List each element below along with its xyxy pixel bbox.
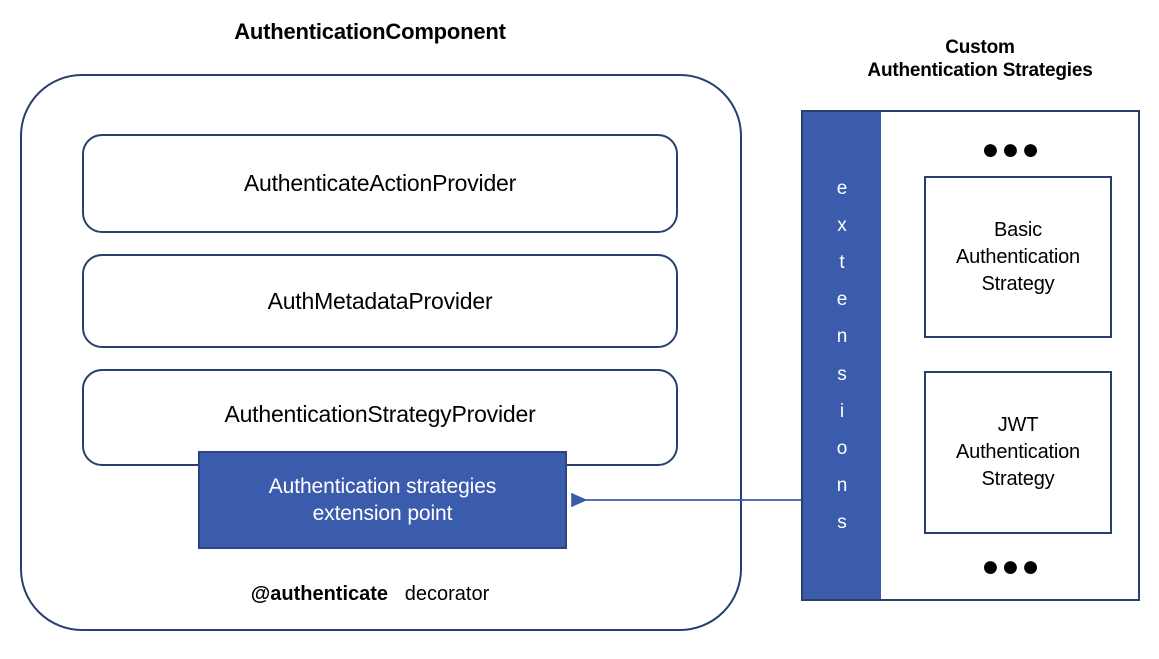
strategy-box-basic-authentication: Basic Authentication Strategy	[924, 176, 1112, 338]
authentication-component-container	[20, 74, 742, 631]
ellipsis-top-icon: ●●●	[981, 133, 1042, 166]
extensions-bar: e x t e n s i o n s	[803, 112, 881, 599]
provider-box-authenticate-action: AuthenticateActionProvider	[82, 134, 678, 233]
custom-strategies-panel: e x t e n s i o n s ●●● Basic Authentica…	[801, 110, 1140, 601]
custom-authentication-strategies-title: Custom Authentication Strategies	[867, 37, 1093, 82]
ellipsis-bottom-icon: ●●●	[981, 550, 1042, 583]
strategy-label-basic-authentication: Basic Authentication Strategy	[956, 218, 1080, 295]
decorator-suffix: decorator	[404, 583, 490, 605]
provider-label-authentication-strategy: AuthenticationStrategyProvider	[224, 401, 536, 427]
authenticate-decorator-caption: @authenticate decorator	[120, 583, 620, 606]
decorator-name: @authenticate	[250, 583, 389, 605]
authentication-strategies-extension-point: Authentication strategies extension poin…	[198, 451, 567, 549]
strategy-box-jwt-authentication: JWT Authentication Strategy	[924, 371, 1112, 534]
extension-point-label: Authentication strategies extension poin…	[268, 474, 497, 525]
provider-label-auth-metadata: AuthMetadataProvider	[267, 287, 493, 314]
provider-box-auth-metadata: AuthMetadataProvider	[82, 254, 678, 348]
strategy-label-jwt-authentication: JWT Authentication Strategy	[956, 414, 1080, 490]
extensions-bar-label: e x t e n s i o n s	[836, 178, 848, 533]
authentication-component-title: AuthenticationComponent	[234, 19, 506, 44]
provider-label-authenticate-action: AuthenticateActionProvider	[243, 170, 517, 196]
